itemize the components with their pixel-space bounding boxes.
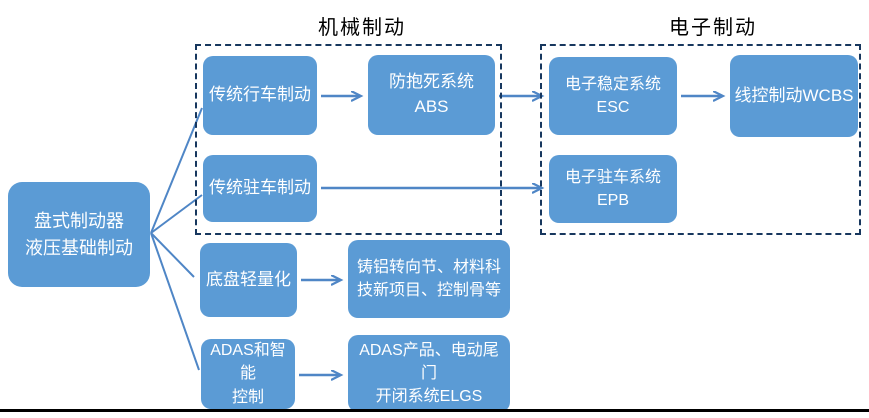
connector-root-to-lightweight — [150, 232, 195, 278]
node-adas-intelligent-control: ADAS和智能 控制 — [201, 339, 295, 409]
node-traditional-parking-brake: 传统驻车制动 — [203, 155, 317, 222]
node-abs: 防抱死系统ABS — [368, 55, 495, 135]
group-box-electronic — [540, 44, 861, 235]
node-traditional-service-brake: 传统行车制动 — [203, 56, 317, 135]
node-lightweight-products: 铸铝转向节、材料科 技新项目、控制骨等 — [348, 240, 510, 318]
bottom-divider-rule — [0, 409, 869, 412]
node-chassis-lightweight: 底盘轻量化 — [200, 243, 297, 317]
node-wcbs: 线控制动WCBS — [730, 55, 858, 137]
group-label-mechanical: 机械制动 — [318, 17, 406, 39]
connector-root-to-adas — [150, 232, 200, 371]
node-hydraulic-base-brake-line1: 盘式制动器 — [34, 211, 124, 232]
node-esc: 电子稳定系统ESC — [549, 57, 677, 135]
node-hydraulic-base-brake-line2: 液压基础制动 — [25, 237, 133, 258]
node-epb: 电子驻车系统EPB — [549, 155, 677, 223]
node-adas-products: ADAS产品、电动尾门 开闭系统ELGS — [348, 335, 510, 412]
node-hydraulic-base-brake: 盘式制动器 液压基础制动 — [8, 182, 150, 287]
group-box-mechanical — [195, 44, 502, 235]
group-label-electronic: 电子制动 — [669, 17, 757, 39]
